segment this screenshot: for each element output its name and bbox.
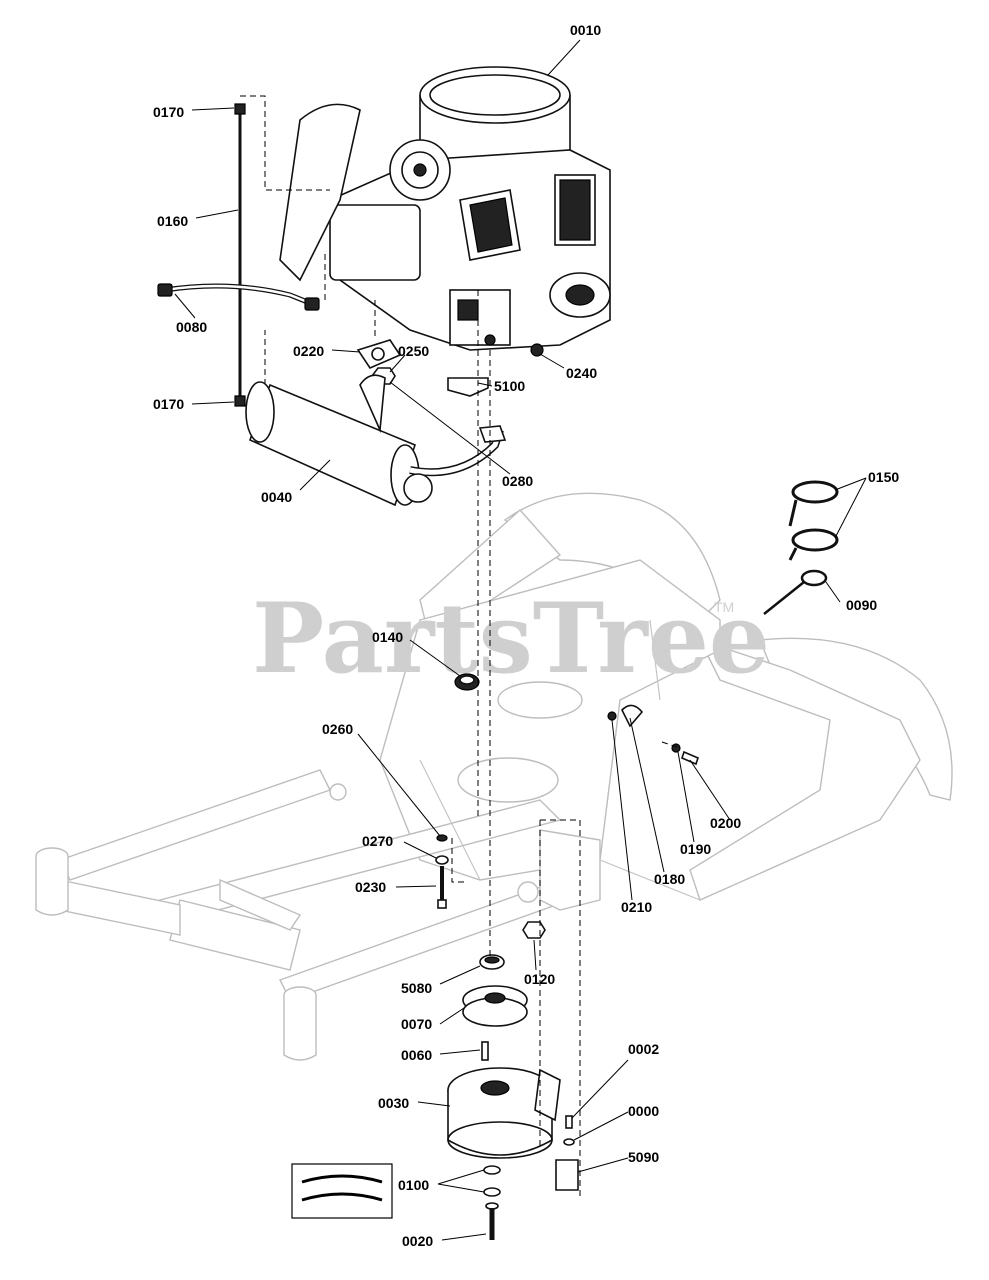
callout-5090: 5090 (628, 1149, 659, 1165)
washer-0100-icon (483, 1165, 501, 1197)
callout-0040: 0040 (261, 489, 292, 505)
callout-5100: 5100 (494, 378, 525, 394)
key-0060-icon (481, 1041, 489, 1061)
bearing-icon (454, 673, 480, 691)
leader-lines (174, 39, 867, 1241)
callout-0140: 0140 (372, 629, 403, 645)
callout-0100: 0100 (398, 1177, 429, 1193)
callout-labels: 0010 0170 0160 0080 0220 0250 0240 5100 … (153, 22, 899, 1249)
pulley-icon (462, 985, 528, 1027)
washer-0000-icon (563, 1138, 575, 1146)
callout-0080: 0080 (176, 319, 207, 335)
wire-tie-icon (763, 569, 828, 615)
callout-0210: 0210 (621, 899, 652, 915)
callout-0090: 0090 (846, 597, 877, 613)
engine-icon (279, 66, 611, 351)
nut-0240-icon (530, 343, 544, 357)
hose-icon (157, 283, 320, 311)
callout-0030: 0030 (378, 1095, 409, 1111)
callout-0120: 0120 (524, 971, 555, 987)
bearing-5080-icon (479, 954, 505, 970)
clutch-stop-5090-icon (555, 1159, 579, 1191)
bolt-0190-icon (671, 743, 681, 753)
callout-0190: 0190 (680, 841, 711, 857)
dipstick-tube-icon (234, 103, 246, 407)
callout-0220: 0220 (293, 343, 324, 359)
bolt-0002-icon (565, 1115, 573, 1129)
muffler-icon (245, 374, 507, 507)
watermark-text: PartsTree (252, 582, 770, 695)
callout-0280: 0280 (502, 473, 533, 489)
callout-0170-bottom: 0170 (153, 396, 184, 412)
callout-0250: 0250 (398, 343, 429, 359)
callout-0002: 0002 (628, 1041, 659, 1057)
mower-frame (35, 492, 953, 1061)
spring-inset-icon (291, 1163, 393, 1219)
callout-0070: 0070 (401, 1016, 432, 1032)
clutch-icon (447, 1067, 561, 1159)
callout-0260: 0260 (322, 721, 353, 737)
watermark-trademark: TM (714, 599, 734, 615)
callout-5080: 5080 (401, 980, 432, 996)
callout-0150: 0150 (868, 469, 899, 485)
callout-0020: 0020 (402, 1233, 433, 1249)
nut-0120-icon (522, 921, 546, 939)
exhaust-gasket-icon (356, 339, 402, 369)
callout-0170-top: 0170 (153, 104, 184, 120)
heat-shield-bracket-icon (447, 377, 489, 397)
callout-0000: 0000 (628, 1103, 659, 1119)
clamp-icon (607, 704, 644, 728)
callout-0240: 0240 (566, 365, 597, 381)
cable-tie-icon (788, 480, 839, 561)
callout-0160: 0160 (157, 213, 188, 229)
bolt-0200-icon (681, 750, 699, 766)
callout-0060: 0060 (401, 1047, 432, 1063)
callout-0180: 0180 (654, 871, 685, 887)
clutch-bolt-0020-icon (485, 1202, 499, 1240)
callout-0230: 0230 (355, 879, 386, 895)
bolt-0230-icon (435, 834, 449, 909)
callout-0270: 0270 (362, 833, 393, 849)
callout-0010: 0010 (570, 22, 601, 38)
callout-0200: 0200 (710, 815, 741, 831)
